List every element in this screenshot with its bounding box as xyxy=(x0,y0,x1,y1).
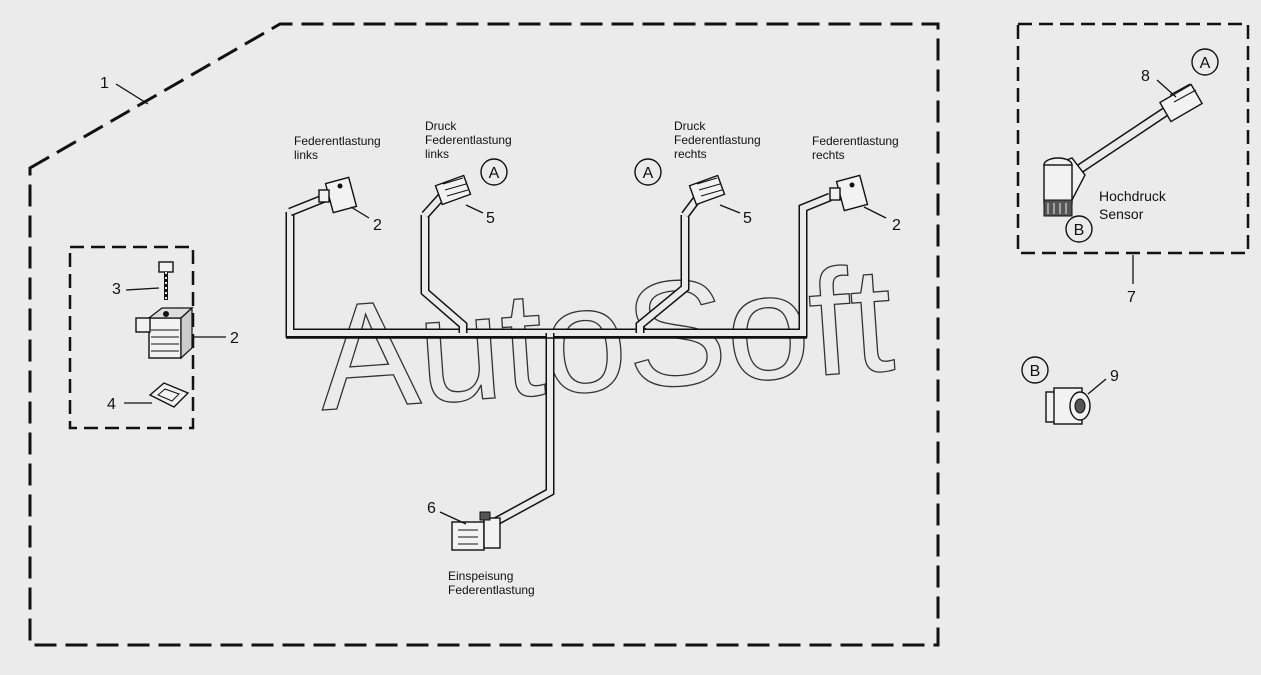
pressure-sensor-7 xyxy=(1043,83,1204,217)
label-druck-federentlastung-links: Druck Federentlastung links xyxy=(425,119,515,161)
connector-2-left xyxy=(318,176,358,214)
connector-6 xyxy=(451,511,501,551)
callout-a-left: A xyxy=(480,158,508,186)
part-number-3: 3 xyxy=(112,281,121,298)
callout-a-sensor: A xyxy=(1191,48,1219,76)
sensor-box-7 xyxy=(1016,22,1250,255)
label-hochdruck-sensor: Hochdruck Sensor xyxy=(1099,188,1170,222)
svg-text:B: B xyxy=(1074,222,1085,239)
callout-a-mid: A xyxy=(634,158,662,186)
label-federentlastung-links: Federentlastung links xyxy=(294,134,384,162)
part-number-2-detail: 2 xyxy=(230,330,239,347)
part-number-4: 4 xyxy=(107,396,116,413)
part-number-6: 6 xyxy=(427,500,436,517)
part-number-5-right: 5 xyxy=(743,210,752,227)
connector-5-left xyxy=(434,174,472,206)
part-number-2-right: 2 xyxy=(892,217,901,234)
label-druck-federentlastung-rechts: Druck Federentlastung rechts xyxy=(674,119,764,161)
part-number-8: 8 xyxy=(1141,68,1150,85)
wiring-harness xyxy=(285,191,832,526)
svg-text:A: A xyxy=(1200,55,1211,72)
connector-2-right xyxy=(829,174,869,212)
leader-lines xyxy=(115,79,1177,525)
adapter-9 xyxy=(1045,387,1091,425)
svg-text:B: B xyxy=(1030,363,1041,380)
svg-text:A: A xyxy=(643,165,654,182)
label-federentlastung-rechts: Federentlastung rechts xyxy=(812,134,902,162)
part-number-9: 9 xyxy=(1110,368,1119,385)
part-number-7: 7 xyxy=(1127,289,1136,306)
detail-box-part-2 xyxy=(68,245,195,430)
connector-5-right xyxy=(688,174,726,206)
assembly-1-boundary xyxy=(28,22,940,647)
detail-parts-2-3-4 xyxy=(135,261,194,408)
part-number-2-left: 2 xyxy=(373,217,382,234)
svg-text:A: A xyxy=(489,165,500,182)
part-number-5-left: 5 xyxy=(486,210,495,227)
callout-b-part9: B xyxy=(1021,356,1049,384)
label-einspeisung-federentlastung: Einspeisung Federentlastung xyxy=(448,569,535,597)
callout-b-sensor: B xyxy=(1065,215,1093,243)
part-number-1: 1 xyxy=(100,75,109,92)
